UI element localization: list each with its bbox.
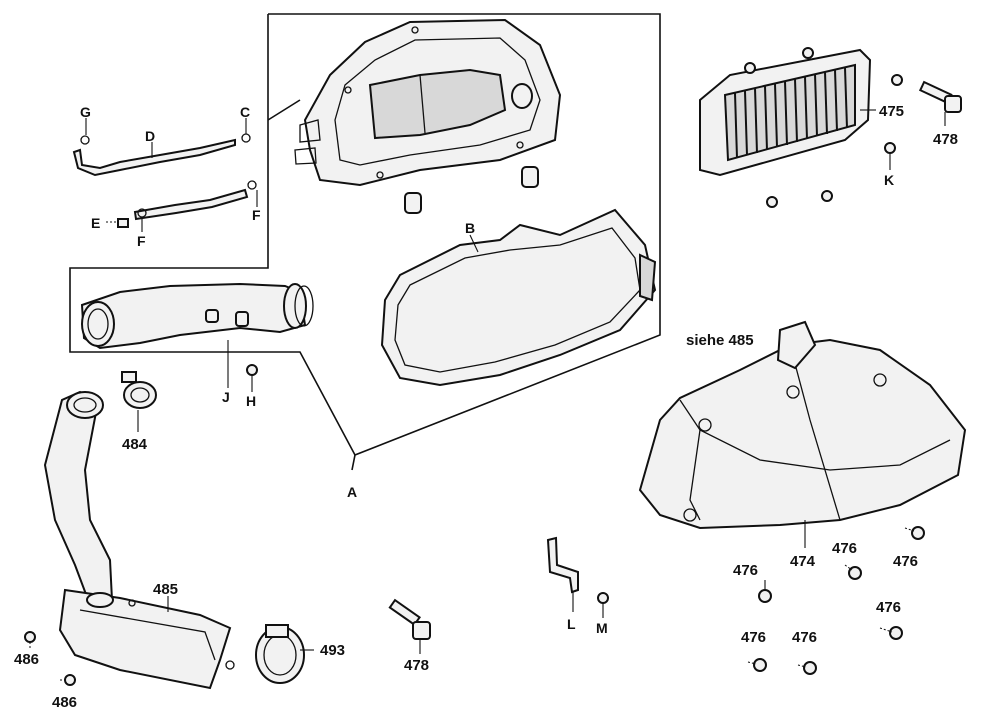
callout-478-bottom: 478	[404, 657, 429, 674]
screw	[848, 566, 862, 580]
hose-clamp-493	[255, 624, 305, 684]
callout-M: M	[596, 620, 608, 636]
breather-hoses	[72, 133, 257, 228]
screw	[246, 364, 258, 376]
callout-F-lower: F	[137, 233, 146, 249]
callout-476-bottom-mid: 476	[792, 629, 817, 646]
intake-duct	[80, 282, 314, 350]
screw	[64, 674, 76, 686]
callout-484: 484	[122, 436, 148, 453]
bracket	[546, 536, 579, 594]
rubber-sleeves	[404, 166, 539, 214]
callout-476-right: 476	[893, 553, 918, 570]
cover-gasket	[380, 208, 657, 387]
note-siehe-485: siehe 485	[686, 332, 754, 349]
screw	[911, 526, 925, 540]
callout-493: 493	[320, 642, 345, 659]
callout-C: C	[240, 104, 250, 120]
leader-lines	[29, 109, 946, 681]
callout-476-left: 476	[733, 562, 758, 579]
callout-486-bottom: 486	[52, 694, 77, 711]
screw	[24, 631, 36, 643]
filter-pleats	[734, 67, 848, 159]
screw	[758, 589, 772, 603]
air-cleaner-cover	[638, 320, 967, 530]
callout-476-bottom-left: 476	[741, 629, 766, 646]
callout-K: K	[884, 172, 894, 188]
callout-F-upper: F	[252, 207, 261, 223]
callout-D: D	[145, 128, 155, 144]
screw	[744, 62, 756, 74]
callout-E: E	[91, 215, 100, 231]
callout-476-mid: 476	[832, 540, 857, 557]
screw	[821, 190, 833, 202]
callout-labels: G C D E F F B J H A 484 485 493 478 486 …	[14, 103, 958, 711]
screw	[891, 74, 903, 86]
flange-bolt	[918, 80, 962, 113]
hose-clamp-484	[121, 371, 157, 409]
callout-478-top: 478	[933, 131, 958, 148]
callout-475: 475	[879, 103, 904, 120]
screw	[889, 626, 903, 640]
screw	[802, 47, 814, 59]
air-cleaner-housing	[294, 18, 562, 187]
callout-474: 474	[790, 553, 816, 570]
callout-486-left: 486	[14, 651, 39, 668]
callout-J: J	[222, 389, 230, 405]
fasteners	[24, 47, 962, 686]
callout-A: A	[347, 484, 357, 500]
flange-bolt	[388, 598, 431, 640]
screw	[803, 661, 817, 675]
screw	[766, 196, 778, 208]
screw	[884, 142, 896, 154]
callout-476-lower-right: 476	[876, 599, 901, 616]
air-filter-element	[699, 48, 872, 177]
intake-resonator	[43, 390, 235, 690]
callout-B: B	[465, 220, 475, 236]
callout-H: H	[246, 393, 256, 409]
assembly-frame	[69, 13, 661, 471]
screw	[597, 592, 609, 604]
callout-G: G	[80, 104, 91, 120]
callout-L: L	[567, 616, 576, 632]
screw	[753, 658, 767, 672]
callout-485: 485	[153, 581, 178, 598]
